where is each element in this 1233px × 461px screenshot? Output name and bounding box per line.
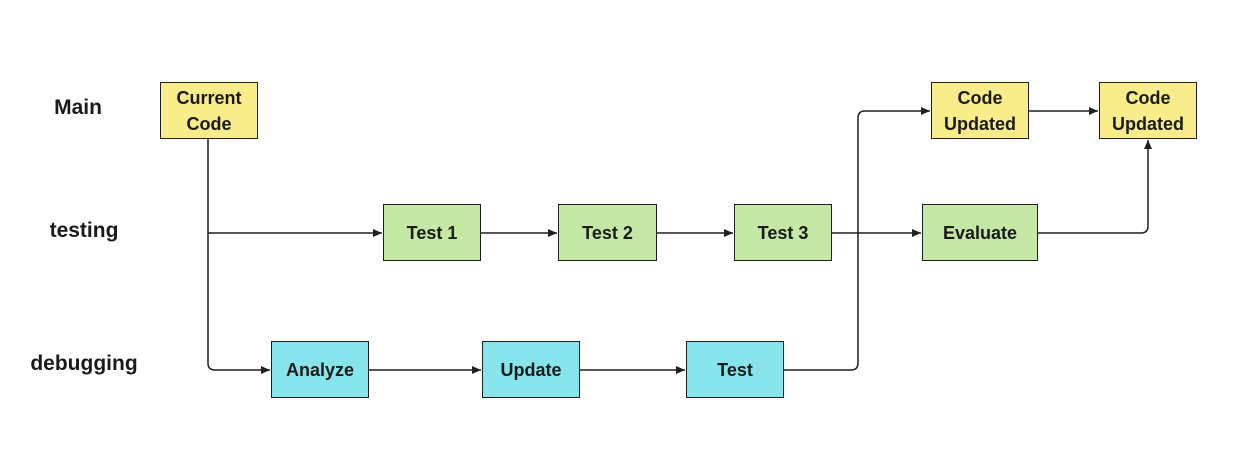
edge-current-to-analyze xyxy=(207,139,270,374)
node-test-1-label: Test 1 xyxy=(406,222,458,243)
node-current-code: Current Code xyxy=(160,82,258,139)
node-test: Test xyxy=(686,341,784,398)
lane-label-main: Main xyxy=(54,96,102,119)
node-test-3-label: Test 3 xyxy=(757,222,809,243)
node-update-label: Update xyxy=(500,359,562,380)
node-code-updated-2: Code Updated xyxy=(1099,82,1197,139)
node-analyze-label: Analyze xyxy=(285,359,355,380)
node-code-updated-2-label: Code Updated xyxy=(1112,87,1184,134)
node-test-3: Test 3 xyxy=(734,204,832,261)
edge-evaluate-to-code-updated xyxy=(1038,140,1152,234)
node-code-updated-1-label: Code Updated xyxy=(944,87,1016,134)
node-code-updated-1: Code Updated xyxy=(931,82,1029,139)
node-evaluate: Evaluate xyxy=(922,204,1038,261)
node-update: Update xyxy=(482,341,580,398)
node-analyze: Analyze xyxy=(271,341,369,398)
lane-label-testing: testing xyxy=(49,219,119,242)
node-test-2-label: Test 2 xyxy=(582,222,633,243)
lane-label-debugging: debugging xyxy=(30,352,138,375)
node-test-1: Test 1 xyxy=(383,204,481,261)
node-evaluate-label: Evaluate xyxy=(942,222,1018,243)
node-test-label: Test xyxy=(717,359,753,380)
edge-test-to-code-updated xyxy=(784,107,930,371)
node-test-2: Test 2 xyxy=(558,204,657,261)
node-current-code-label: Current Code xyxy=(176,87,242,134)
